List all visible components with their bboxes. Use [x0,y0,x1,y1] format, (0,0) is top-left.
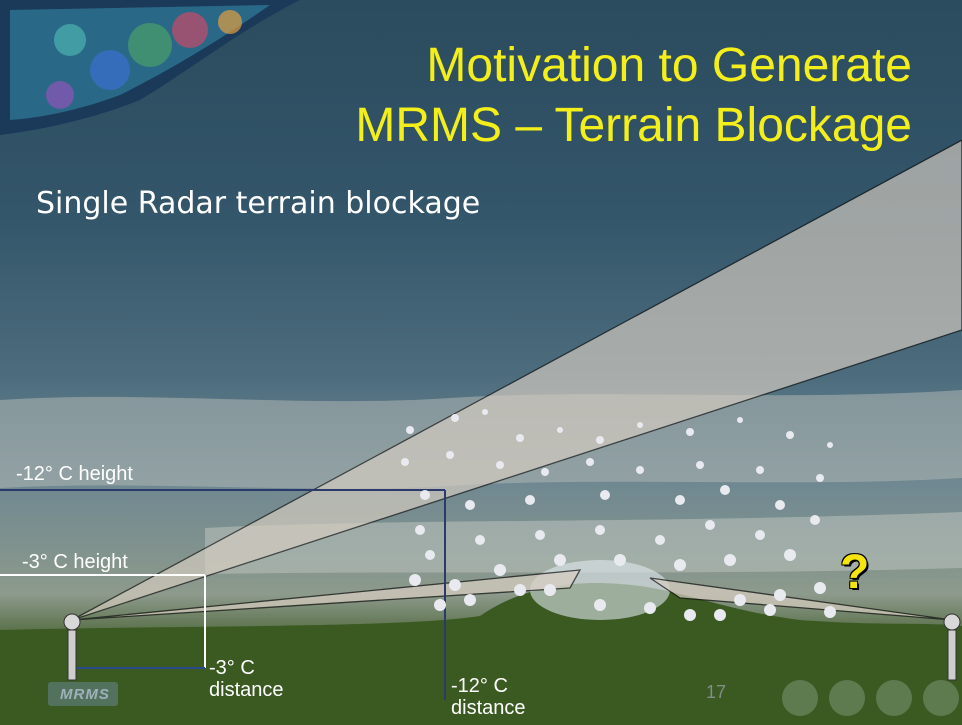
seal-icon [829,680,865,716]
snowflakes [401,409,836,621]
neg12-distance-label: -12° C distance [451,675,526,719]
neg12-distance-line1: -12° C [451,675,508,697]
neg3-distance-line2: distance [209,679,284,701]
right-beam [649,577,953,621]
slide-subtitle: Single Radar terrain blockage [36,186,481,221]
title-line-2: MRMS – Terrain Blockage [355,99,912,152]
neg3-distance-line1: -3° C [209,657,255,679]
slide-title: Motivation to Generate MRMS – Terrain Bl… [272,36,912,156]
seal-icon [923,680,959,716]
right-radar-tower [943,613,961,681]
page-number: 17 [706,682,727,702]
lower-cloud-band [205,512,962,574]
neg12-distance-line2: distance [451,697,526,719]
mrms-logo-badge [48,682,118,706]
neg12-height-label: -12° C height [16,463,133,485]
seal-icon [876,680,912,716]
neg3-height-label: -3° C height [22,551,128,573]
left-radar-tower [63,613,81,681]
upper-beam [71,139,962,621]
question-mark: ? [840,546,870,599]
title-line-1: Motivation to Generate [426,39,912,92]
seal-icon [782,680,818,716]
mrms-logo: MRMS [60,686,110,703]
neg3-distance-label: -3° C distance [209,657,284,701]
